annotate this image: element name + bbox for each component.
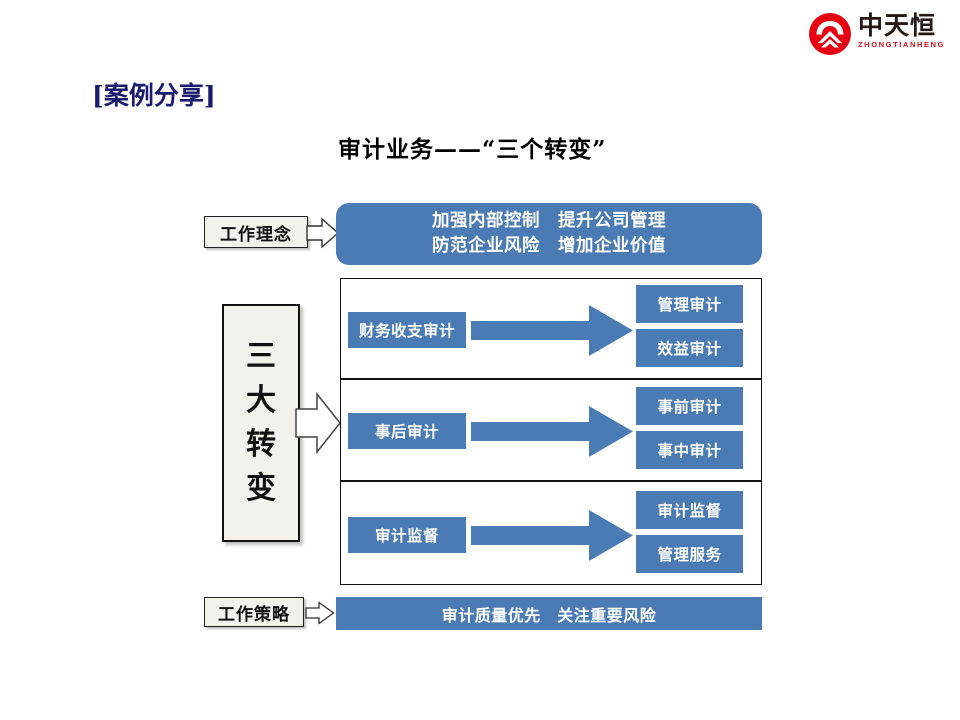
row-3-target-label-1: 审计监督: [657, 502, 722, 520]
transformations-arrow-icon: [295, 392, 341, 454]
concept-banner-line-2: 防范企业风险 增加企业价值: [432, 236, 666, 256]
logo-pinyin-name: ZHONGTIANHENG: [858, 40, 946, 49]
zhongtianheng-circle-emblem-icon: [809, 13, 851, 55]
strategy-banner: 审计质量优先 关注重要风险: [336, 597, 762, 630]
row-3-target-label-2: 管理服务: [657, 546, 722, 564]
transformation-row-1: 财务收支审计 管理审计 效益审计: [340, 278, 762, 379]
three-transformations-box: 三 大 转 变: [222, 304, 300, 542]
strategy-banner-text: 审计质量优先 关注重要风险: [441, 605, 657, 625]
row-2-source-box: 事后审计: [348, 413, 466, 449]
row-3-source-box: 审计监督: [348, 517, 466, 553]
row-1-target-label-2: 效益审计: [657, 340, 722, 358]
transformation-panels: 财务收支审计 管理审计 效益审计 事后审计 事前审计 事: [340, 278, 762, 585]
row-3-transform-arrow-icon: [471, 510, 633, 561]
row-2-target-label-2: 事中审计: [657, 442, 722, 460]
page-title: [案例分享]: [92, 81, 216, 110]
transformation-row-3: 审计监督 审计监督 管理服务: [340, 481, 762, 585]
row-1-target-box-1: 管理审计: [636, 285, 743, 323]
bigbox-char-2: 大: [246, 383, 276, 418]
strategy-arrow-icon: [305, 601, 335, 625]
row-1-source-box: 财务收支审计: [348, 312, 466, 348]
row-2-target-label-1: 事前审计: [657, 398, 722, 416]
strategy-label-box: 工作策略: [204, 597, 304, 627]
logo-chinese-name: 中天恒: [858, 11, 937, 40]
row-3-target-box-1: 审计监督: [636, 491, 743, 529]
transformation-row-2: 事后审计 事前审计 事中审计: [340, 379, 762, 481]
bigbox-char-1: 三: [246, 339, 276, 374]
logo-wordmark: 中天恒 ZHONGTIANHENG: [858, 12, 950, 56]
row-1-transform-arrow-icon: [471, 305, 633, 356]
row-1-target-label-1: 管理审计: [657, 296, 722, 314]
row-1-target-box-2: 效益审计: [636, 329, 743, 367]
row-1-source-label: 财务收支审计: [358, 322, 455, 340]
concept-label-text: 工作理念: [220, 224, 292, 245]
page-subtitle: 审计业务——“三个转变”: [338, 136, 607, 163]
concept-arrow-icon: [306, 217, 340, 249]
concept-banner: 加强内部控制 提升公司管理 防范企业风险 增加企业价值: [336, 203, 762, 265]
bigbox-char-4: 变: [246, 471, 276, 506]
row-3-target-box-2: 管理服务: [636, 535, 743, 573]
bigbox-char-3: 转: [246, 427, 276, 462]
row-2-target-box-1: 事前审计: [636, 387, 743, 425]
company-logo: 中天恒 ZHONGTIANHENG: [808, 10, 950, 58]
strategy-label-text: 工作策略: [218, 604, 290, 625]
concept-banner-line-1: 加强内部控制 提升公司管理: [432, 211, 666, 231]
concept-label-box: 工作理念: [204, 216, 308, 248]
row-2-target-box-2: 事中审计: [636, 431, 743, 469]
row-3-source-label: 审计监督: [374, 527, 439, 545]
row-2-source-label: 事后审计: [374, 423, 439, 441]
row-2-transform-arrow-icon: [471, 406, 633, 457]
